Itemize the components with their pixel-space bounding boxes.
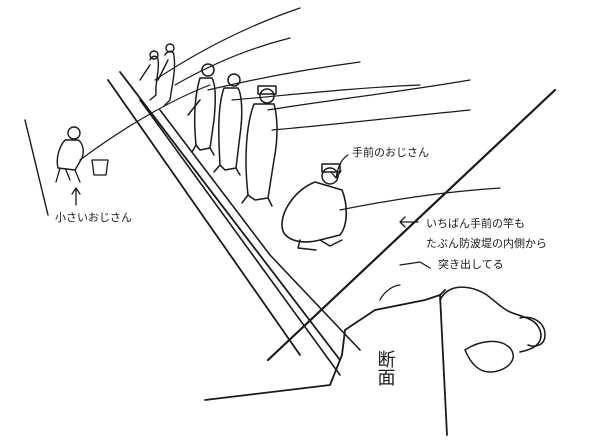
fishing-rods <box>79 7 557 362</box>
annotation-arrows <box>330 154 419 228</box>
small-fisherman <box>55 126 109 206</box>
rod-note-line-1: いちばん手前の竿も <box>426 216 525 230</box>
standing-fisherman-3 <box>241 85 278 207</box>
small-man-label: 小さいおじさん <box>55 211 132 224</box>
rod-note-line-2: たぶん防波堤の内側から <box>426 236 547 250</box>
standing-fisherman-2 <box>213 73 243 176</box>
cross-section-label: 断面 <box>375 350 396 386</box>
rod-note-line-3: 突き出してる <box>438 257 504 271</box>
distant-fishermen <box>139 43 176 107</box>
standing-fisherman-1 <box>187 63 217 156</box>
breakwater <box>24 71 361 376</box>
cross-section <box>204 261 546 436</box>
near-man-label: 手前のおじさん <box>352 145 429 159</box>
